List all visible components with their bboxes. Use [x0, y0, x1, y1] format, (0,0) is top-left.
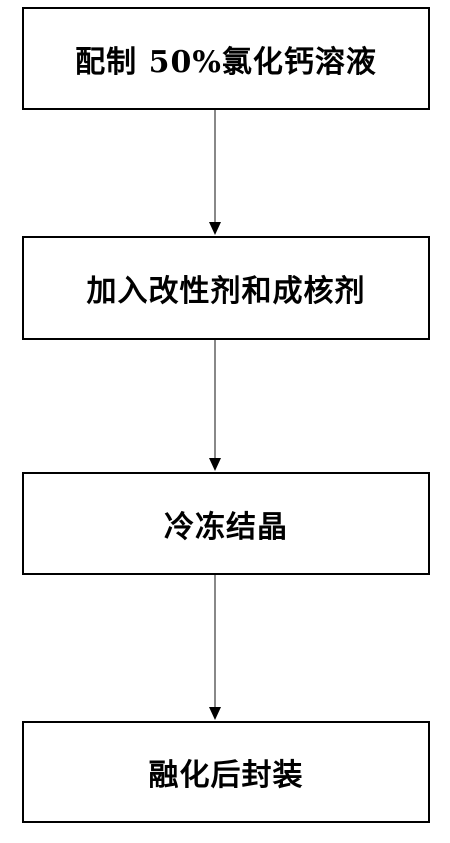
step-label: 冷冻结晶 [164, 509, 288, 545]
arrow-1-to-2 [209, 110, 221, 235]
step-box-freeze-crystallize: 冷冻结晶 [22, 472, 430, 575]
step-box-prepare-solution: 配制 50%氯化钙溶液 [22, 7, 430, 110]
step-label: 融化后封装 [148, 758, 304, 793]
step-box-add-agents: 加入改性剂和成核剂 [22, 236, 430, 340]
step-box-melt-and-seal: 融化后封装 [22, 721, 430, 823]
arrow-2-to-3 [209, 340, 221, 471]
arrow-3-to-4 [209, 575, 221, 720]
step-label: 配制 50%氯化钙溶液 [75, 44, 377, 80]
step-label: 加入改性剂和成核剂 [86, 274, 366, 309]
